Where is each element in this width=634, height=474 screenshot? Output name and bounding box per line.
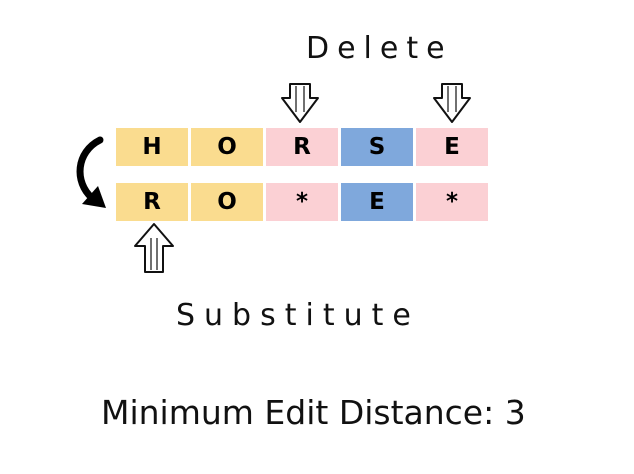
target-cell: R bbox=[116, 183, 188, 221]
source-cell: E bbox=[416, 128, 488, 166]
target-cell: O bbox=[191, 183, 263, 221]
source-cell: S bbox=[341, 128, 413, 166]
source-cell: H bbox=[116, 128, 188, 166]
delete-label: Delete bbox=[306, 31, 453, 66]
up-arrow-icon bbox=[134, 223, 174, 273]
substitute-label: Substitute bbox=[176, 298, 420, 333]
target-cell: * bbox=[266, 183, 338, 221]
target-cell: E bbox=[341, 183, 413, 221]
minimum-edit-distance-text: Minimum Edit Distance: 3 bbox=[101, 393, 526, 432]
down-arrow-icon bbox=[281, 83, 319, 123]
curved-arrow-icon bbox=[76, 136, 106, 208]
down-arrow-icon bbox=[433, 83, 471, 123]
source-cell: R bbox=[266, 128, 338, 166]
source-cell: O bbox=[191, 128, 263, 166]
target-cell: * bbox=[416, 183, 488, 221]
